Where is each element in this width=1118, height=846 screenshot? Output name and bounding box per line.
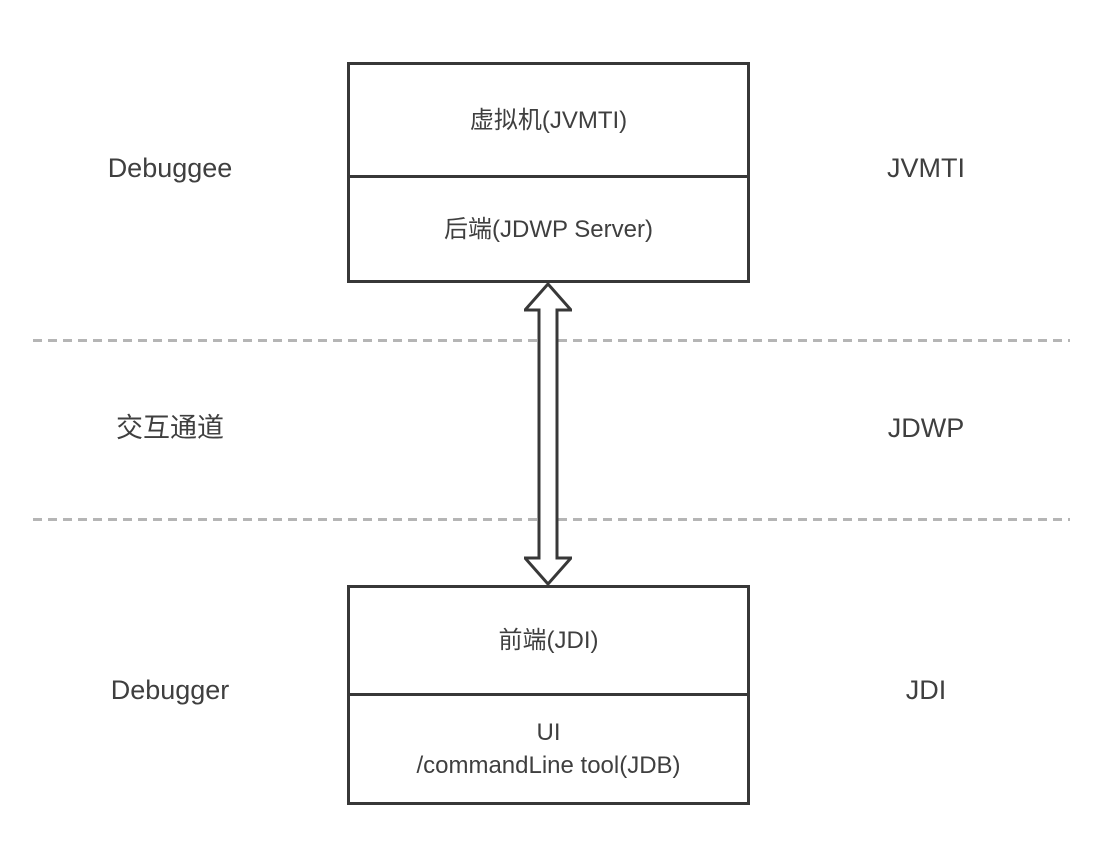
label-debuggee: Debuggee [107, 153, 233, 183]
debugger-box: 前端(JDI) UI /commandLine tool(JDB) [347, 585, 750, 805]
label-interaction-channel: 交互通道 [116, 413, 224, 443]
debugger-box-ui-cell: UI /commandLine tool(JDB) [350, 696, 747, 802]
debugger-box-ui-line2: /commandLine tool(JDB) [416, 752, 681, 779]
debuggee-box-backend-cell: 后端(JDWP Server) [444, 215, 653, 243]
debuggee-box: 虚拟机(JVMTI) 后端(JDWP Server) [347, 62, 750, 283]
debugger-box-ui-line1: UI [536, 719, 561, 746]
double-headed-arrow-icon [524, 283, 572, 585]
debuggee-box-vm-cell: 虚拟机(JVMTI) [350, 65, 747, 178]
label-jvmti: JVMTI [887, 153, 965, 183]
label-jdi: JDI [905, 675, 947, 705]
debugger-box-frontend-cell: 前端(JDI) [350, 588, 747, 696]
label-debugger: Debugger [110, 675, 230, 705]
label-jdwp: JDWP [887, 413, 965, 443]
